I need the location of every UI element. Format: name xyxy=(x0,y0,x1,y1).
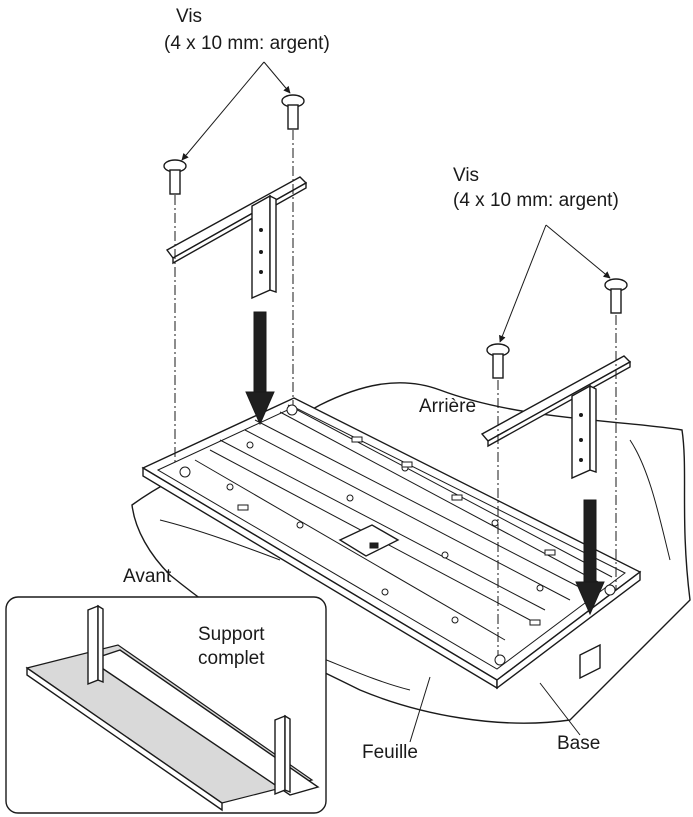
rear-label: Arrière xyxy=(419,396,476,417)
screw-right-2 xyxy=(604,278,628,314)
support-label-line1: Support xyxy=(198,624,265,645)
right-bracket xyxy=(480,355,632,480)
base-label: Base xyxy=(557,733,600,754)
screw-left-1 xyxy=(163,159,187,195)
screw-label-top-title: Vis xyxy=(176,6,202,27)
inset-complete-support: Support complet xyxy=(5,596,327,814)
screw-label-right-spec: (4 x 10 mm: argent) xyxy=(453,190,619,211)
support-label-line2: complet xyxy=(198,648,265,669)
base-plate xyxy=(141,397,642,690)
screw-left-2 xyxy=(281,94,305,130)
screw-right-1 xyxy=(486,343,510,379)
left-bracket xyxy=(165,176,308,300)
screw-label-top-spec: (4 x 10 mm: argent) xyxy=(164,33,330,54)
front-label: Avant xyxy=(123,566,172,587)
sheet-label: Feuille xyxy=(362,742,418,763)
screw-label-right-title: Vis xyxy=(453,165,479,186)
